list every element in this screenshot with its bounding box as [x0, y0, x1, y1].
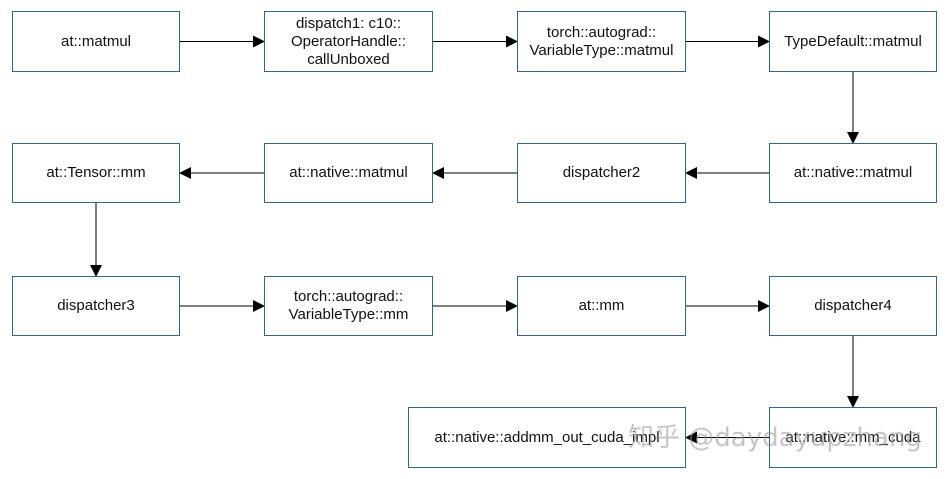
- node-native-matmul-left[interactable]: at::native::matmul: [264, 143, 433, 203]
- node-addmm-out-cuda-impl[interactable]: at::native::addmm_out_cuda_impl: [408, 407, 686, 468]
- node-typedefault-matmul[interactable]: TypeDefault::matmul: [769, 11, 937, 72]
- edges-layer: [90, 35, 859, 444]
- node-mm-cuda[interactable]: at::native::mm_cuda: [769, 407, 937, 468]
- node-native-matmul-right[interactable]: at::native::matmul: [769, 143, 937, 203]
- node-dispatcher3[interactable]: dispatcher3: [12, 276, 180, 336]
- node-at-mm[interactable]: at::mm: [517, 276, 686, 336]
- node-dispatch1[interactable]: dispatch1: c10:: OperatorHandle:: callUn…: [264, 11, 433, 72]
- node-variabletype-mm[interactable]: torch::autograd:: VariableType::mm: [264, 276, 433, 336]
- node-dispatcher2[interactable]: dispatcher2: [517, 143, 686, 203]
- node-dispatcher4[interactable]: dispatcher4: [769, 276, 937, 336]
- node-at-matmul[interactable]: at::matmul: [12, 11, 180, 72]
- node-tensor-mm[interactable]: at::Tensor::mm: [12, 143, 180, 203]
- node-variabletype-matmul[interactable]: torch::autograd:: VariableType::matmul: [517, 11, 686, 72]
